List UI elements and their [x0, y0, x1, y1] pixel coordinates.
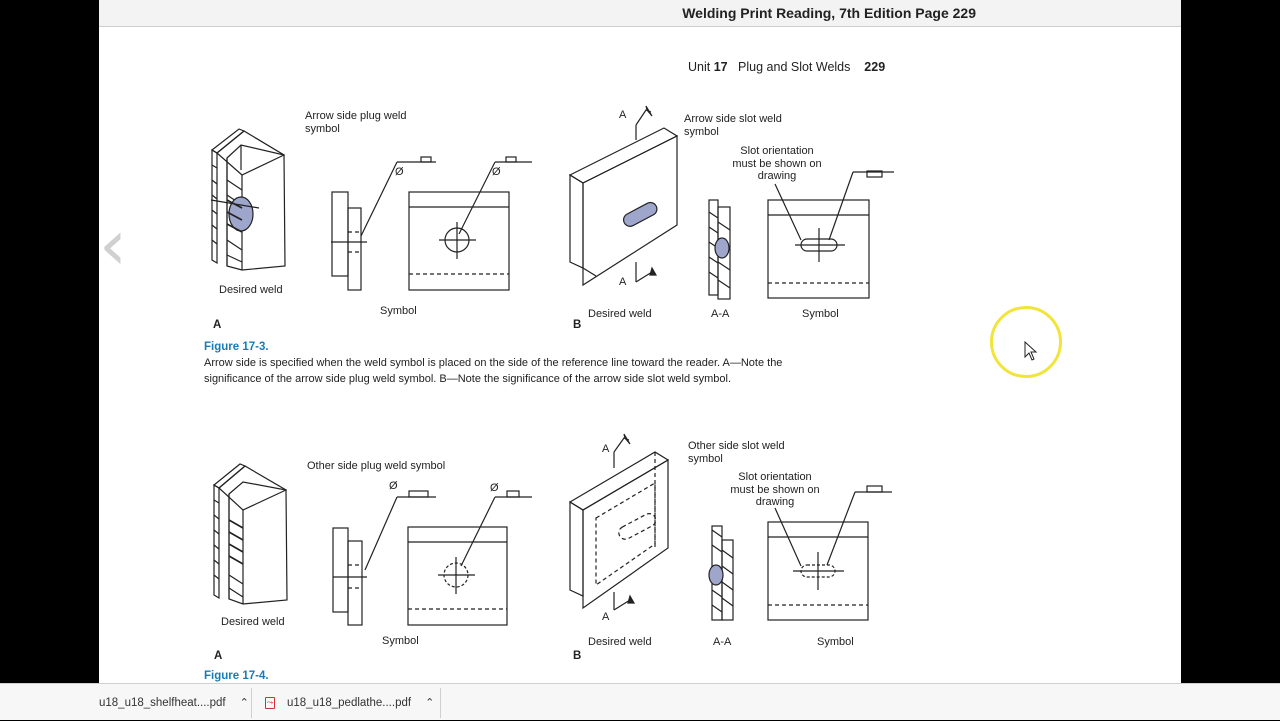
- fig3-arrow-plug-label: Arrow side plug weld symbol: [305, 110, 407, 135]
- fig4-desired-weld-b: Desired weld: [588, 636, 652, 648]
- fig4-slot-orientation-label: Slot orientation must be shown on drawin…: [730, 471, 820, 508]
- previous-page-arrow-icon[interactable]: ‹: [99, 204, 127, 286]
- fig3-slot-section-aa: [708, 199, 731, 300]
- fig4-symbol-a: Symbol: [382, 635, 419, 647]
- fig3-plug-desired-weld-drawing: [210, 128, 286, 271]
- fig3-plug-symbol-side-view: [331, 156, 436, 291]
- fig4-slot-desired-weld-drawing: [568, 433, 670, 611]
- download-name-1: u18_u18_shelfheat....pdf: [99, 696, 226, 709]
- fig4-other-slot-label: Other side slot weld symbol: [688, 440, 785, 465]
- fig3-slot-orientation-label: Slot orientation must be shown on drawin…: [732, 145, 822, 182]
- page-header: Unit 17 Plug and Slot Welds 229: [688, 60, 885, 74]
- fig3-diameter-symbol-1: Ø: [395, 166, 404, 178]
- unit-title: Plug and Slot Welds: [738, 60, 851, 74]
- figure-17-3-caption: Arrow side is specified when the weld sy…: [204, 355, 904, 387]
- fig3-section-aa-label: A-A: [711, 308, 730, 320]
- figure-17-3-caption-line2: significance of the arrow side plug weld…: [204, 373, 732, 385]
- unit-number: 17: [713, 60, 728, 74]
- fig3-slot-desired-weld-drawing: [568, 105, 679, 287]
- fig3-slot-symbol-front-view: [767, 170, 894, 299]
- fig3-part-b: B: [573, 319, 582, 331]
- fig4-plug-desired-weld-drawing: [212, 463, 288, 605]
- pdf-icon: ⤳: [265, 696, 275, 709]
- downloads-separator: [251, 688, 252, 718]
- fig3-desired-weld-a: Desired weld: [219, 284, 283, 296]
- fig4-slot-section-aa: [708, 525, 734, 621]
- fig4-diameter-symbol-2: Ø: [490, 482, 499, 494]
- fig4-plug-symbol-side-view: [332, 490, 436, 626]
- fig4-symbol-b: Symbol: [817, 636, 854, 648]
- mouse-pointer-icon: [1024, 341, 1038, 361]
- download-item-pedlathe[interactable]: ⤳ u18_u18_pedlathe....pdf ⌃: [265, 684, 434, 721]
- downloads-separator: [440, 688, 441, 718]
- fig4-slot-symbol-front-view: [767, 485, 892, 621]
- fig4-section-a-bottom: A: [602, 611, 610, 623]
- figure-drawings: [210, 105, 894, 626]
- fig4-other-plug-label: Other side plug weld symbol: [307, 460, 446, 472]
- figure-17-3-caption-line1: Arrow side is specified when the weld sy…: [204, 357, 783, 369]
- fig4-desired-weld-a: Desired weld: [221, 616, 285, 628]
- viewer-title-bar: Welding Print Reading, 7th Edition Page …: [99, 0, 1181, 27]
- fig4-section-a-top: A: [602, 443, 610, 455]
- unit-word: Unit: [688, 60, 711, 74]
- fig4-part-b: B: [573, 650, 582, 662]
- fig3-section-a-top: A: [619, 109, 627, 121]
- download-item-shelfheat[interactable]: u18_u18_shelfheat....pdf ⌃: [99, 684, 249, 721]
- figure-17-3-title: Figure 17-3.: [204, 341, 269, 353]
- fig3-symbol-b: Symbol: [802, 308, 839, 320]
- chevron-up-icon[interactable]: ⌃: [425, 696, 435, 709]
- fig3-symbol-a: Symbol: [380, 305, 417, 317]
- download-name-2: u18_u18_pedlathe....pdf: [287, 696, 412, 709]
- fig3-arrow-slot-label: Arrow side slot weld symbol: [684, 113, 782, 138]
- fig4-section-aa-label: A-A: [713, 636, 732, 648]
- fig3-desired-weld-b: Desired weld: [588, 308, 652, 320]
- chevron-up-icon[interactable]: ⌃: [239, 696, 249, 709]
- fig3-plug-symbol-front-view: [408, 156, 532, 291]
- fig3-part-a: A: [213, 319, 222, 331]
- page-number: 229: [864, 60, 886, 74]
- fig4-part-a: A: [214, 650, 223, 662]
- document-title: Welding Print Reading, 7th Edition Page …: [682, 5, 976, 21]
- fig4-plug-symbol-front-view: [407, 490, 532, 626]
- figure-17-4-title: Figure 17-4.: [204, 670, 269, 682]
- fig4-diameter-symbol-1: Ø: [389, 480, 398, 492]
- cursor-highlight-ring: [990, 306, 1062, 378]
- downloads-bar: u18_u18_shelfheat....pdf ⌃ ⤳ u18_u18_ped…: [0, 683, 1280, 720]
- fig3-diameter-symbol-2: Ø: [492, 166, 501, 178]
- fig3-section-a-bottom: A: [619, 276, 627, 288]
